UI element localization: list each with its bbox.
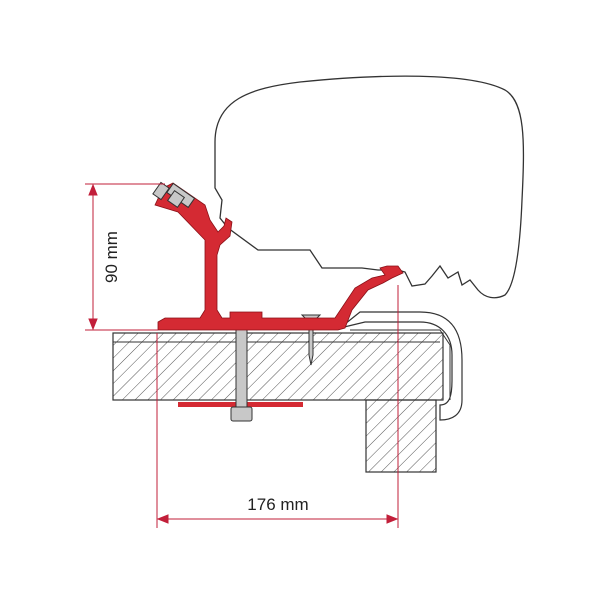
awning-cassette	[214, 75, 525, 299]
side-wall	[365, 399, 437, 473]
roof-slab	[112, 332, 444, 401]
height-label: 90 mm	[102, 231, 121, 283]
height-dimension	[85, 183, 165, 331]
clamp-nut	[166, 189, 186, 209]
bolt-shaft	[235, 317, 248, 409]
corner-profile	[339, 311, 463, 421]
width-dimension	[156, 285, 399, 528]
bolt-nut	[230, 406, 253, 422]
adapter-bracket	[154, 182, 404, 331]
width-label: 176 mm	[247, 495, 308, 514]
clamp-head	[152, 181, 170, 201]
